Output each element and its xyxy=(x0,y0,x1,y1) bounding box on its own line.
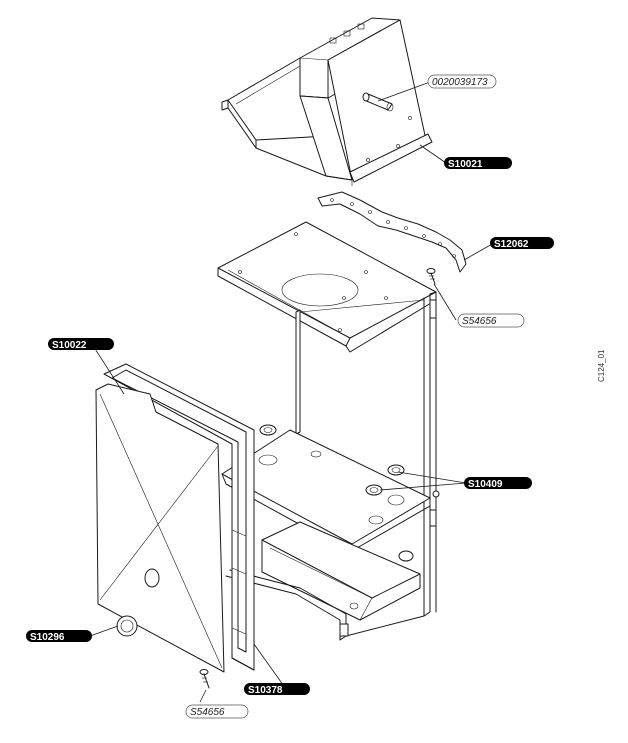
label-s10409: S10409 xyxy=(464,477,532,490)
grommet-s10296 xyxy=(116,615,138,637)
label-s10022-text: S10022 xyxy=(52,340,87,351)
label-s10021-text: S10021 xyxy=(448,159,483,170)
pill-part-top: 0020039173 xyxy=(427,74,497,89)
label-s10409-text: S10409 xyxy=(468,479,503,490)
drawing-reference: C124_01 xyxy=(597,349,606,382)
label-s10021: S10021 xyxy=(444,157,512,170)
main-casing xyxy=(217,221,440,641)
top-hood-part xyxy=(221,17,433,186)
lower-screw xyxy=(199,669,210,689)
label-s10296: S10296 xyxy=(26,630,92,643)
pill-screw-upper-text: S54656 xyxy=(462,316,497,327)
label-s12062-text: S12062 xyxy=(494,239,529,250)
label-s10378: S10378 xyxy=(244,683,310,696)
label-s12062: S12062 xyxy=(490,237,554,250)
bracket-part xyxy=(317,191,467,273)
pill-screw-upper: S54656 xyxy=(457,313,525,328)
label-s10022: S10022 xyxy=(48,338,114,351)
pill-part-top-text: 0020039173 xyxy=(432,77,488,88)
leader-lines xyxy=(89,81,495,703)
upper-screw xyxy=(426,268,436,285)
label-s10296-text: S10296 xyxy=(30,632,65,643)
pill-screw-lower-text: S54656 xyxy=(190,707,225,718)
pill-screw-lower: S54656 xyxy=(185,704,249,719)
label-s10378-text: S10378 xyxy=(248,685,283,696)
front-frame-part xyxy=(103,363,255,671)
front-panel-part xyxy=(95,383,225,673)
